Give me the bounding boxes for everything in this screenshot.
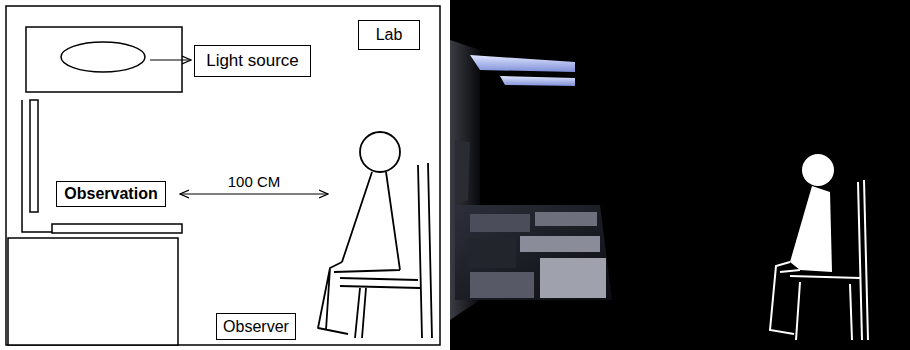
observer-head <box>802 154 834 186</box>
fabric-sample <box>520 236 600 252</box>
observer-figure <box>318 172 400 334</box>
lab-photo <box>450 0 910 350</box>
side-panel <box>30 100 38 212</box>
fabric-sample <box>535 212 597 226</box>
booth-wall <box>22 100 52 232</box>
box-text: Light source <box>206 52 299 71</box>
observer-head <box>360 132 400 172</box>
observer-figure <box>790 186 832 272</box>
observer-figure <box>770 262 800 334</box>
sample-shelf <box>52 224 182 233</box>
light-panel <box>500 76 575 86</box>
booth-edge <box>455 140 470 205</box>
fabric-sample <box>470 214 530 232</box>
light-panel <box>470 55 575 72</box>
lamp <box>61 42 145 72</box>
sample-table <box>455 205 612 300</box>
box-text: Observer <box>223 318 289 336</box>
distance-label: 100 CM <box>226 174 283 191</box>
callout-box: Observation <box>56 181 166 207</box>
callout-box: Light source <box>194 45 311 77</box>
box-text: Observation <box>64 185 157 203</box>
chair <box>340 163 432 338</box>
pointer-arrow <box>150 59 191 60</box>
fabric-sample <box>540 258 606 298</box>
fabric-sample <box>470 272 534 298</box>
cabinet <box>8 238 178 345</box>
chair <box>790 180 868 340</box>
lab-frame <box>6 6 440 345</box>
callout-box: Observer <box>216 313 296 340</box>
distance-arrow <box>180 193 328 194</box>
box-text: Lab <box>376 26 403 44</box>
fabric-sample <box>468 238 516 268</box>
title-box: Lab <box>358 20 420 50</box>
